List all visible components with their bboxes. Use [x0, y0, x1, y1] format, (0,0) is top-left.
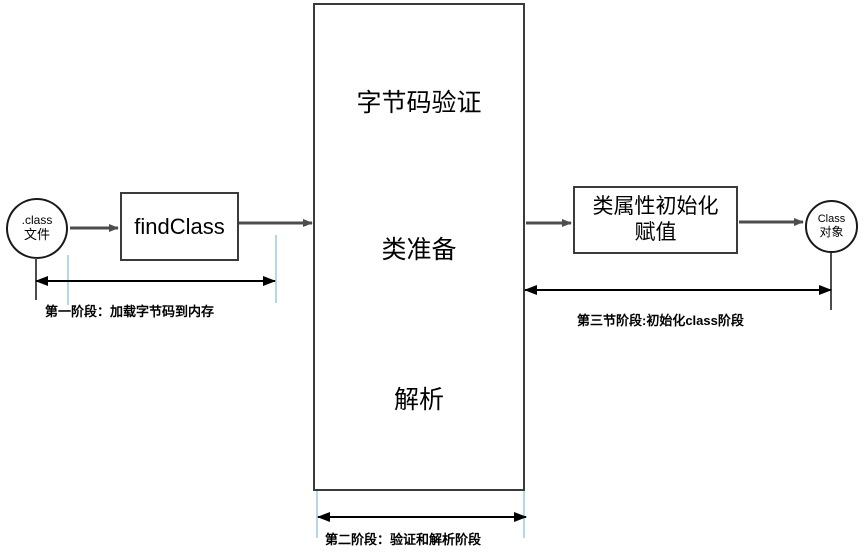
center-box-stage-3-label: 解析: [393, 386, 444, 414]
class-file-node: .class 文件: [6, 198, 68, 259]
phase-1-label: 第一阶段：加载字节码到内存: [45, 304, 215, 319]
center-box-stage-1-label: 字节码验证: [356, 89, 482, 117]
class-init-label-line2: 赋值: [634, 221, 677, 244]
guide-line-left: [67, 255, 69, 305]
class-init-label-line1: 类属性初始化: [592, 194, 719, 218]
find-class-box: findClass: [120, 192, 239, 261]
guide-line-findclass-right: [275, 235, 277, 303]
bytecode-verification-box: 字节码验证 类准备 解析: [313, 3, 525, 491]
class-object-node: Class 对象: [805, 200, 858, 253]
phase-2-label: 第二阶段：验证和解析阶段: [325, 532, 482, 547]
guide-line-bigbox-right-lower: [523, 490, 525, 538]
class-object-label-line1: Class: [817, 213, 846, 226]
class-object-label-line2: 对象: [819, 224, 844, 239]
guide-line-bigbox-left: [316, 490, 318, 538]
class-file-label-line2: 文件: [23, 226, 50, 242]
find-class-label: findClass: [134, 213, 225, 239]
center-box-stage-2-label: 类准备: [381, 236, 457, 264]
class-file-label-line1: .class: [21, 213, 53, 228]
phase-3-label: 第三节阶段:初始化class阶段: [577, 313, 744, 328]
class-init-box: 类属性初始化 赋值: [573, 186, 738, 254]
